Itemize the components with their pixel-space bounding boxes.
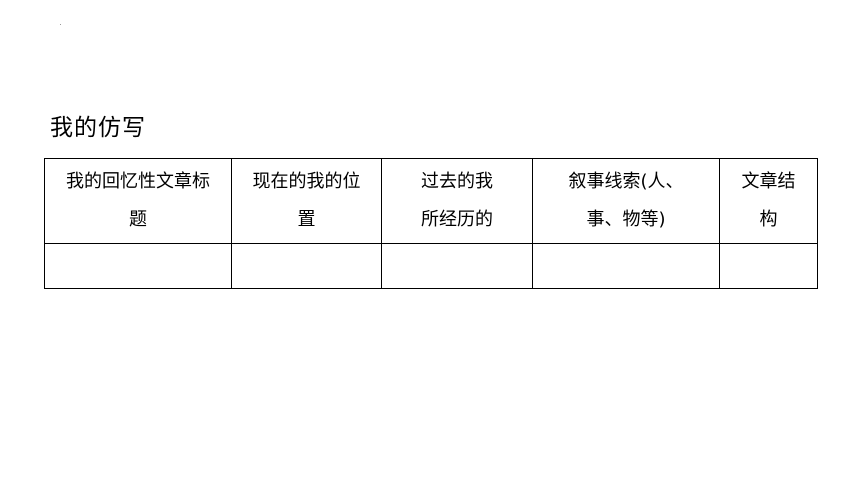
header-cell-current-position: 现在的我的位 置 bbox=[231, 158, 382, 244]
table-cell[interactable] bbox=[44, 243, 232, 289]
header-label: 现在的我的位 置 bbox=[252, 171, 361, 230]
table-cell[interactable] bbox=[231, 243, 382, 289]
section-heading: 我的仿写 bbox=[50, 115, 146, 141]
table-header-row: 我的回忆性文章标 题 现在的我的位 置 过去的我 所经历的 叙事线索(人、 事、… bbox=[44, 158, 818, 244]
corner-dot bbox=[60, 24, 61, 25]
header-label: 文章结 构 bbox=[741, 171, 796, 230]
header-cell-structure: 文章结 构 bbox=[719, 158, 818, 244]
header-label: 过去的我 所经历的 bbox=[421, 171, 493, 230]
header-label: 叙事线索(人、 事、物等) bbox=[568, 171, 684, 230]
imitation-writing-table: 我的回忆性文章标 题 现在的我的位 置 过去的我 所经历的 叙事线索(人、 事、… bbox=[44, 158, 818, 289]
header-cell-past-experience: 过去的我 所经历的 bbox=[381, 158, 533, 244]
table-cell[interactable] bbox=[532, 243, 720, 289]
header-cell-narrative-clue: 叙事线索(人、 事、物等) bbox=[532, 158, 720, 244]
header-label: 我的回忆性文章标 题 bbox=[66, 171, 210, 230]
table-cell[interactable] bbox=[719, 243, 818, 289]
table-row bbox=[44, 243, 818, 289]
header-cell-article-title: 我的回忆性文章标 题 bbox=[44, 158, 232, 244]
table-cell[interactable] bbox=[381, 243, 533, 289]
